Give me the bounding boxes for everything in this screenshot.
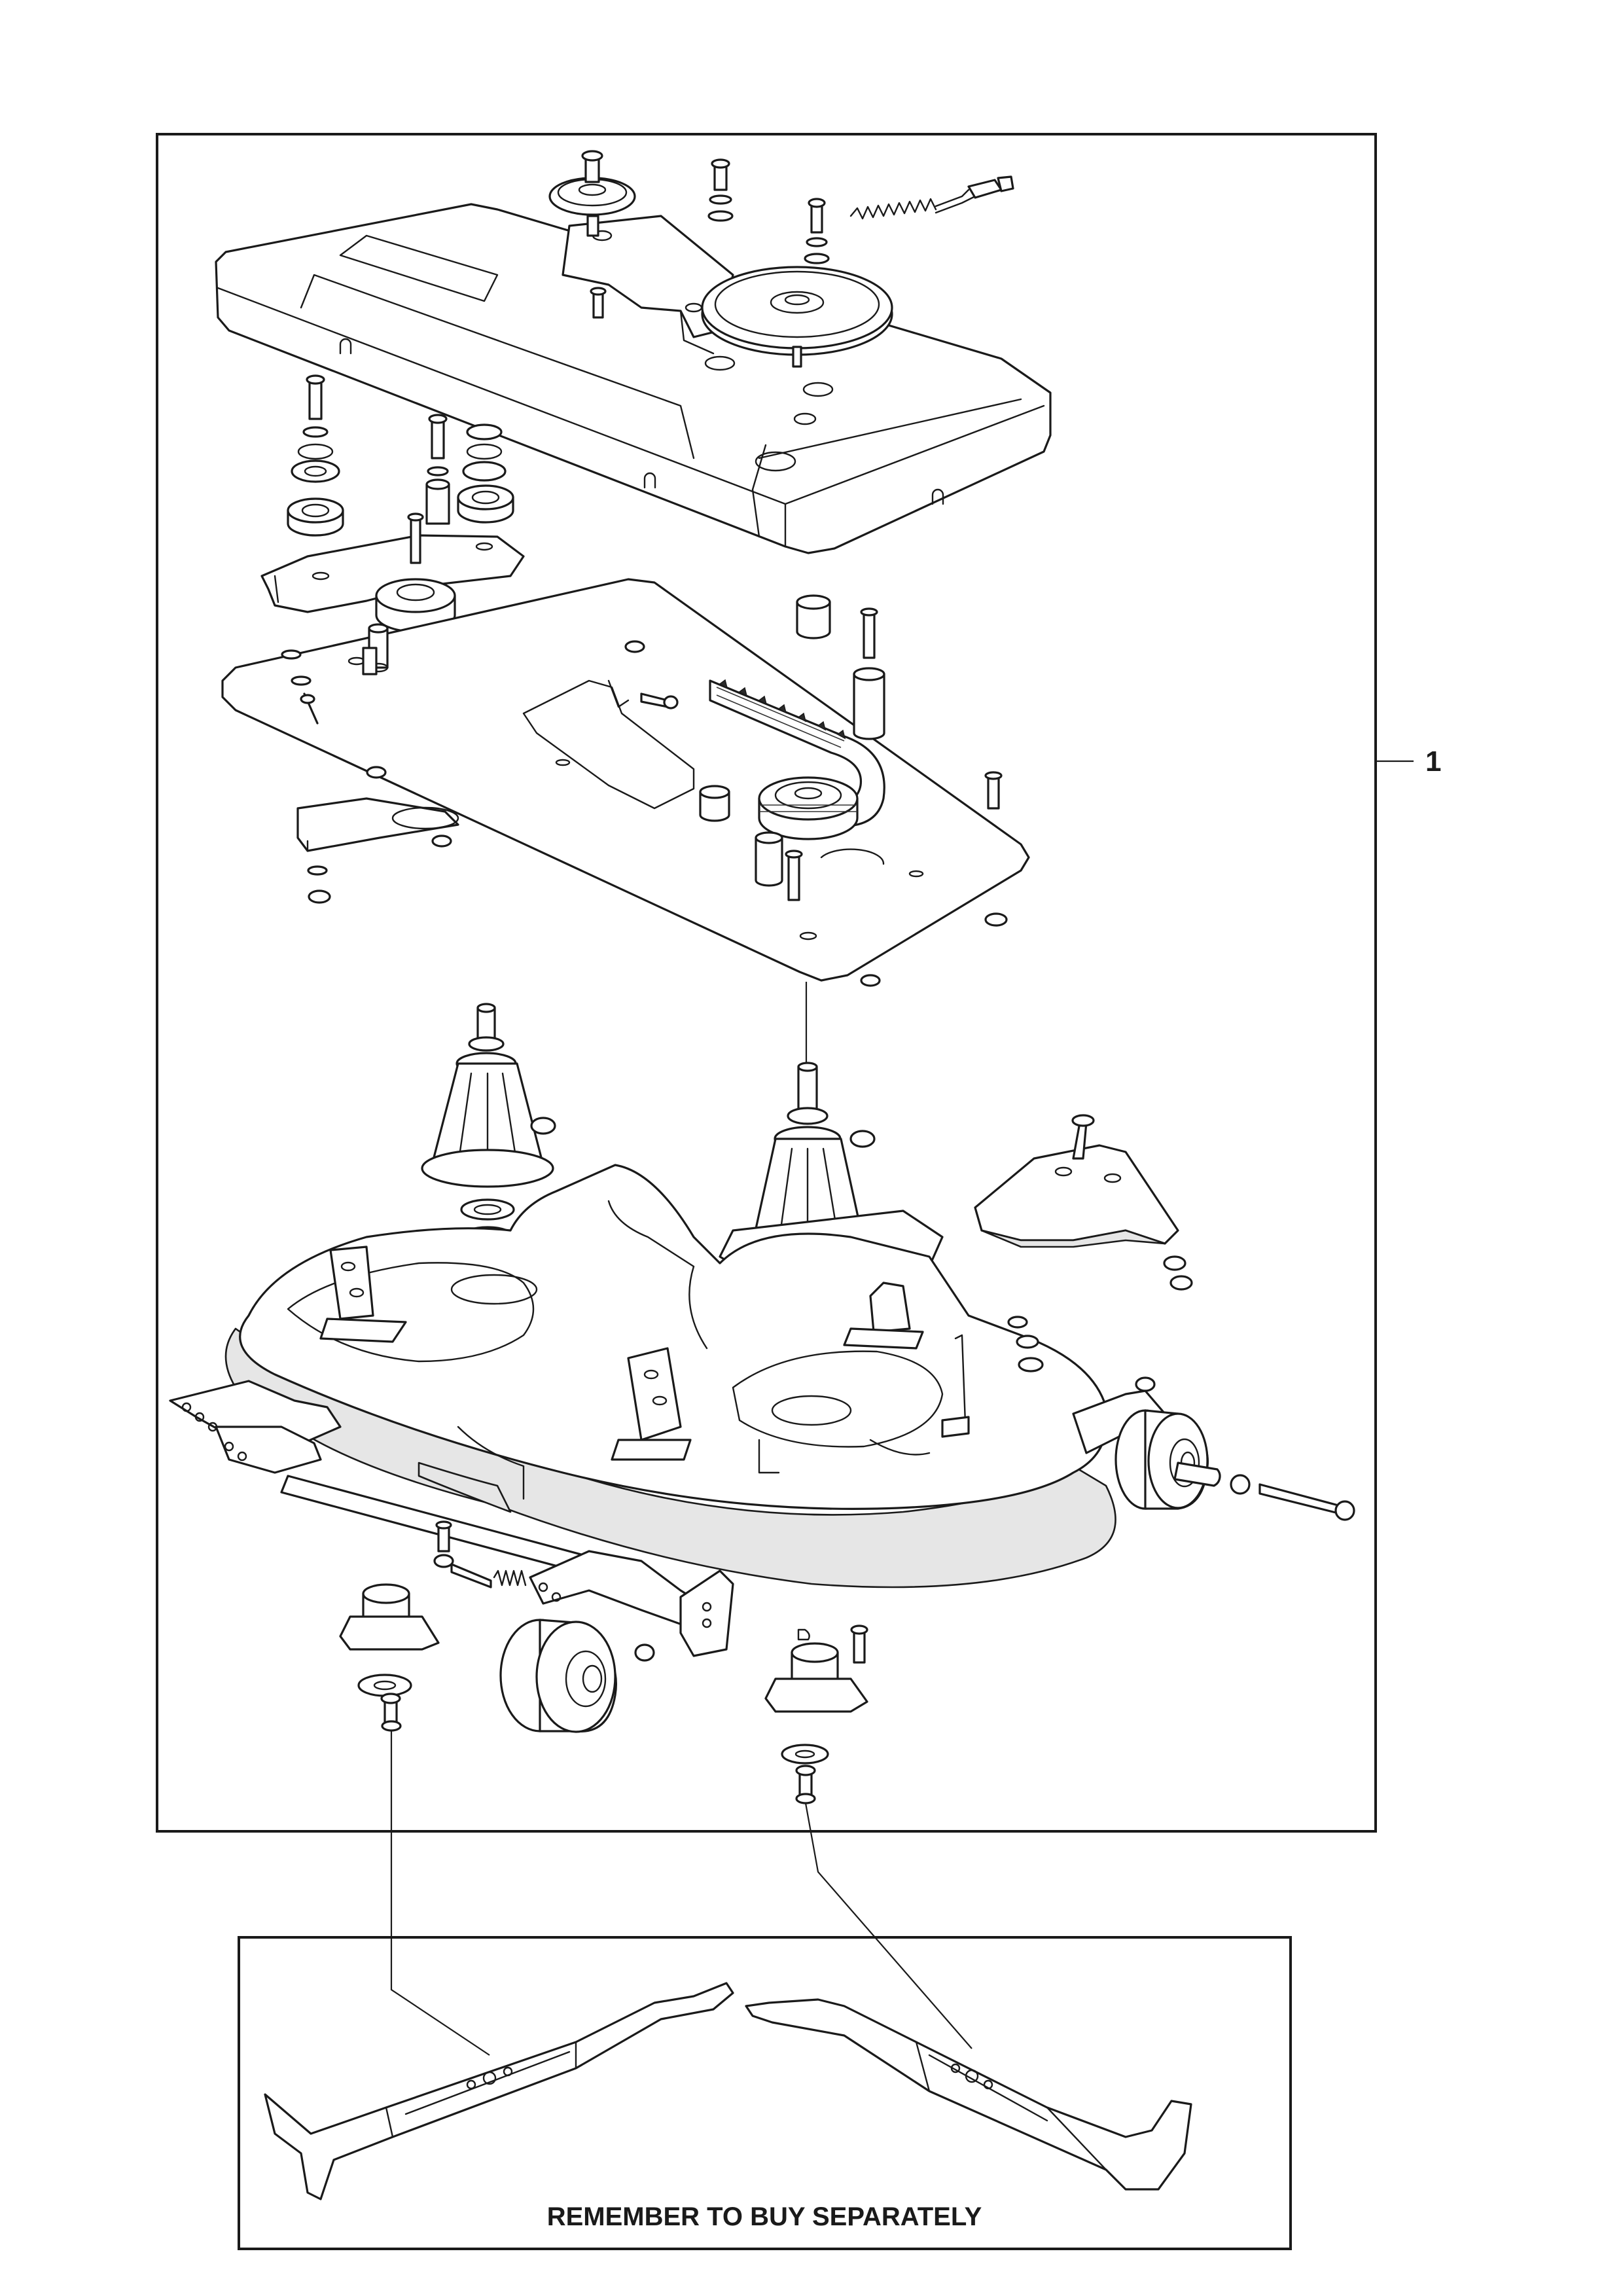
drive-pulley-large[interactable] (701, 266, 893, 368)
bolt-stack-top[interactable] (590, 158, 830, 319)
tensioner-bracket[interactable] (562, 215, 734, 355)
plate-bolt[interactable] (624, 640, 679, 709)
separate-items-notice: REMEMBER TO BUY SEPARATELY (547, 2202, 982, 2231)
deck-roller-right[interactable] (764, 1628, 868, 1804)
deck-bolts-lower[interactable] (850, 1624, 868, 1664)
plate-lower-bracket[interactable] (296, 797, 459, 852)
plate-posts[interactable] (699, 785, 803, 901)
deck-roller-left[interactable] (339, 1583, 440, 1732)
deck-baffle-left[interactable] (319, 1246, 407, 1343)
blade-left-leader (390, 1731, 490, 2056)
blade-left[interactable] (264, 1982, 734, 2200)
discharge-guard[interactable] (974, 1114, 1193, 1291)
mower-deck[interactable] (224, 1164, 1116, 1588)
callout-1-label[interactable]: 1 (1425, 745, 1441, 778)
bearing-stack-center[interactable] (425, 414, 514, 525)
deck-baffle-center[interactable] (611, 1347, 692, 1461)
bearing-stack-left[interactable] (287, 374, 344, 537)
deck-rod[interactable] (941, 1316, 1156, 1438)
spacer-posts[interactable] (796, 594, 1003, 810)
timing-pulley[interactable] (758, 776, 859, 840)
rear-axle-linkage[interactable] (529, 1550, 734, 1657)
separate-items-frame (238, 1936, 1292, 2250)
tension-spring[interactable] (849, 175, 1014, 220)
side-wheel[interactable] (1072, 1390, 1355, 1521)
belt-cover[interactable] (215, 203, 1052, 554)
front-wheel[interactable] (499, 1619, 655, 1733)
drive-plate[interactable] (221, 578, 1030, 982)
plate-gear-post[interactable] (281, 623, 389, 725)
assembly-frame (156, 133, 1377, 1833)
blade-right[interactable] (745, 1998, 1192, 2191)
deck-baffle-right[interactable] (843, 1282, 924, 1350)
idler-pulley-small[interactable] (548, 150, 636, 237)
height-spring[interactable] (433, 1520, 527, 1588)
plate-nuts[interactable] (307, 766, 1008, 987)
blade-right-leader (804, 1803, 972, 2049)
